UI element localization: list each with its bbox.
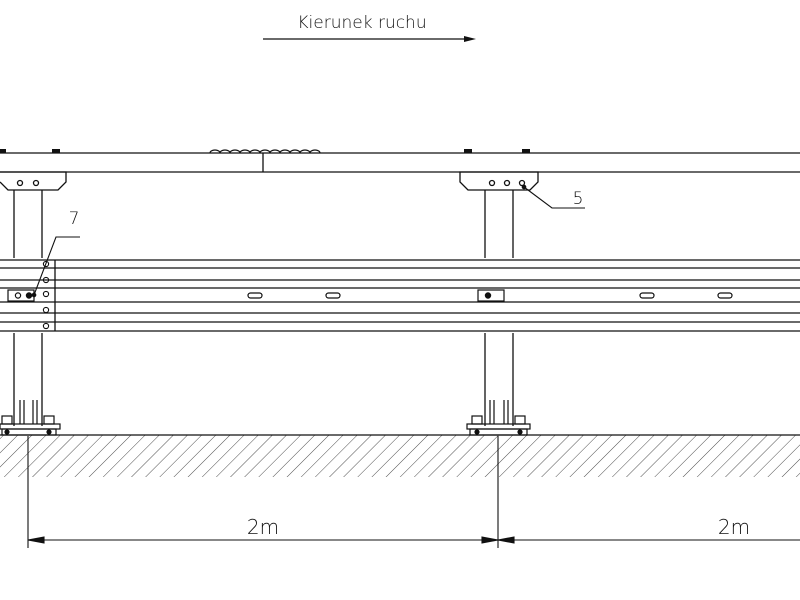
post-right xyxy=(484,190,514,426)
dimension-lines xyxy=(27,436,800,548)
label-post-cap: 5 xyxy=(573,189,584,209)
dimension-label-2: 2m xyxy=(718,515,750,539)
base-plate-right xyxy=(466,400,531,436)
leader-post-cap xyxy=(521,184,585,209)
post-bolt-left xyxy=(7,289,35,302)
post-left xyxy=(13,190,43,426)
direction-label: Kierunek ruchu xyxy=(297,13,426,33)
base-plate-left xyxy=(0,400,61,436)
post-cap-right xyxy=(459,171,539,191)
leader-splice xyxy=(31,236,80,298)
direction-arrow-head xyxy=(464,36,476,42)
slots xyxy=(247,292,733,299)
top-rail xyxy=(0,152,800,173)
label-splice: 7 xyxy=(69,209,80,229)
dimension-label-1: 2m xyxy=(247,515,279,539)
top-rail-bolts xyxy=(0,149,530,154)
post-cap-left xyxy=(0,171,67,191)
ground xyxy=(0,434,800,477)
w-beam xyxy=(0,259,800,332)
splice-bolts xyxy=(42,260,50,330)
post-bolt-right xyxy=(477,289,505,302)
direction-indicator: Kierunek ruchu xyxy=(263,13,476,42)
